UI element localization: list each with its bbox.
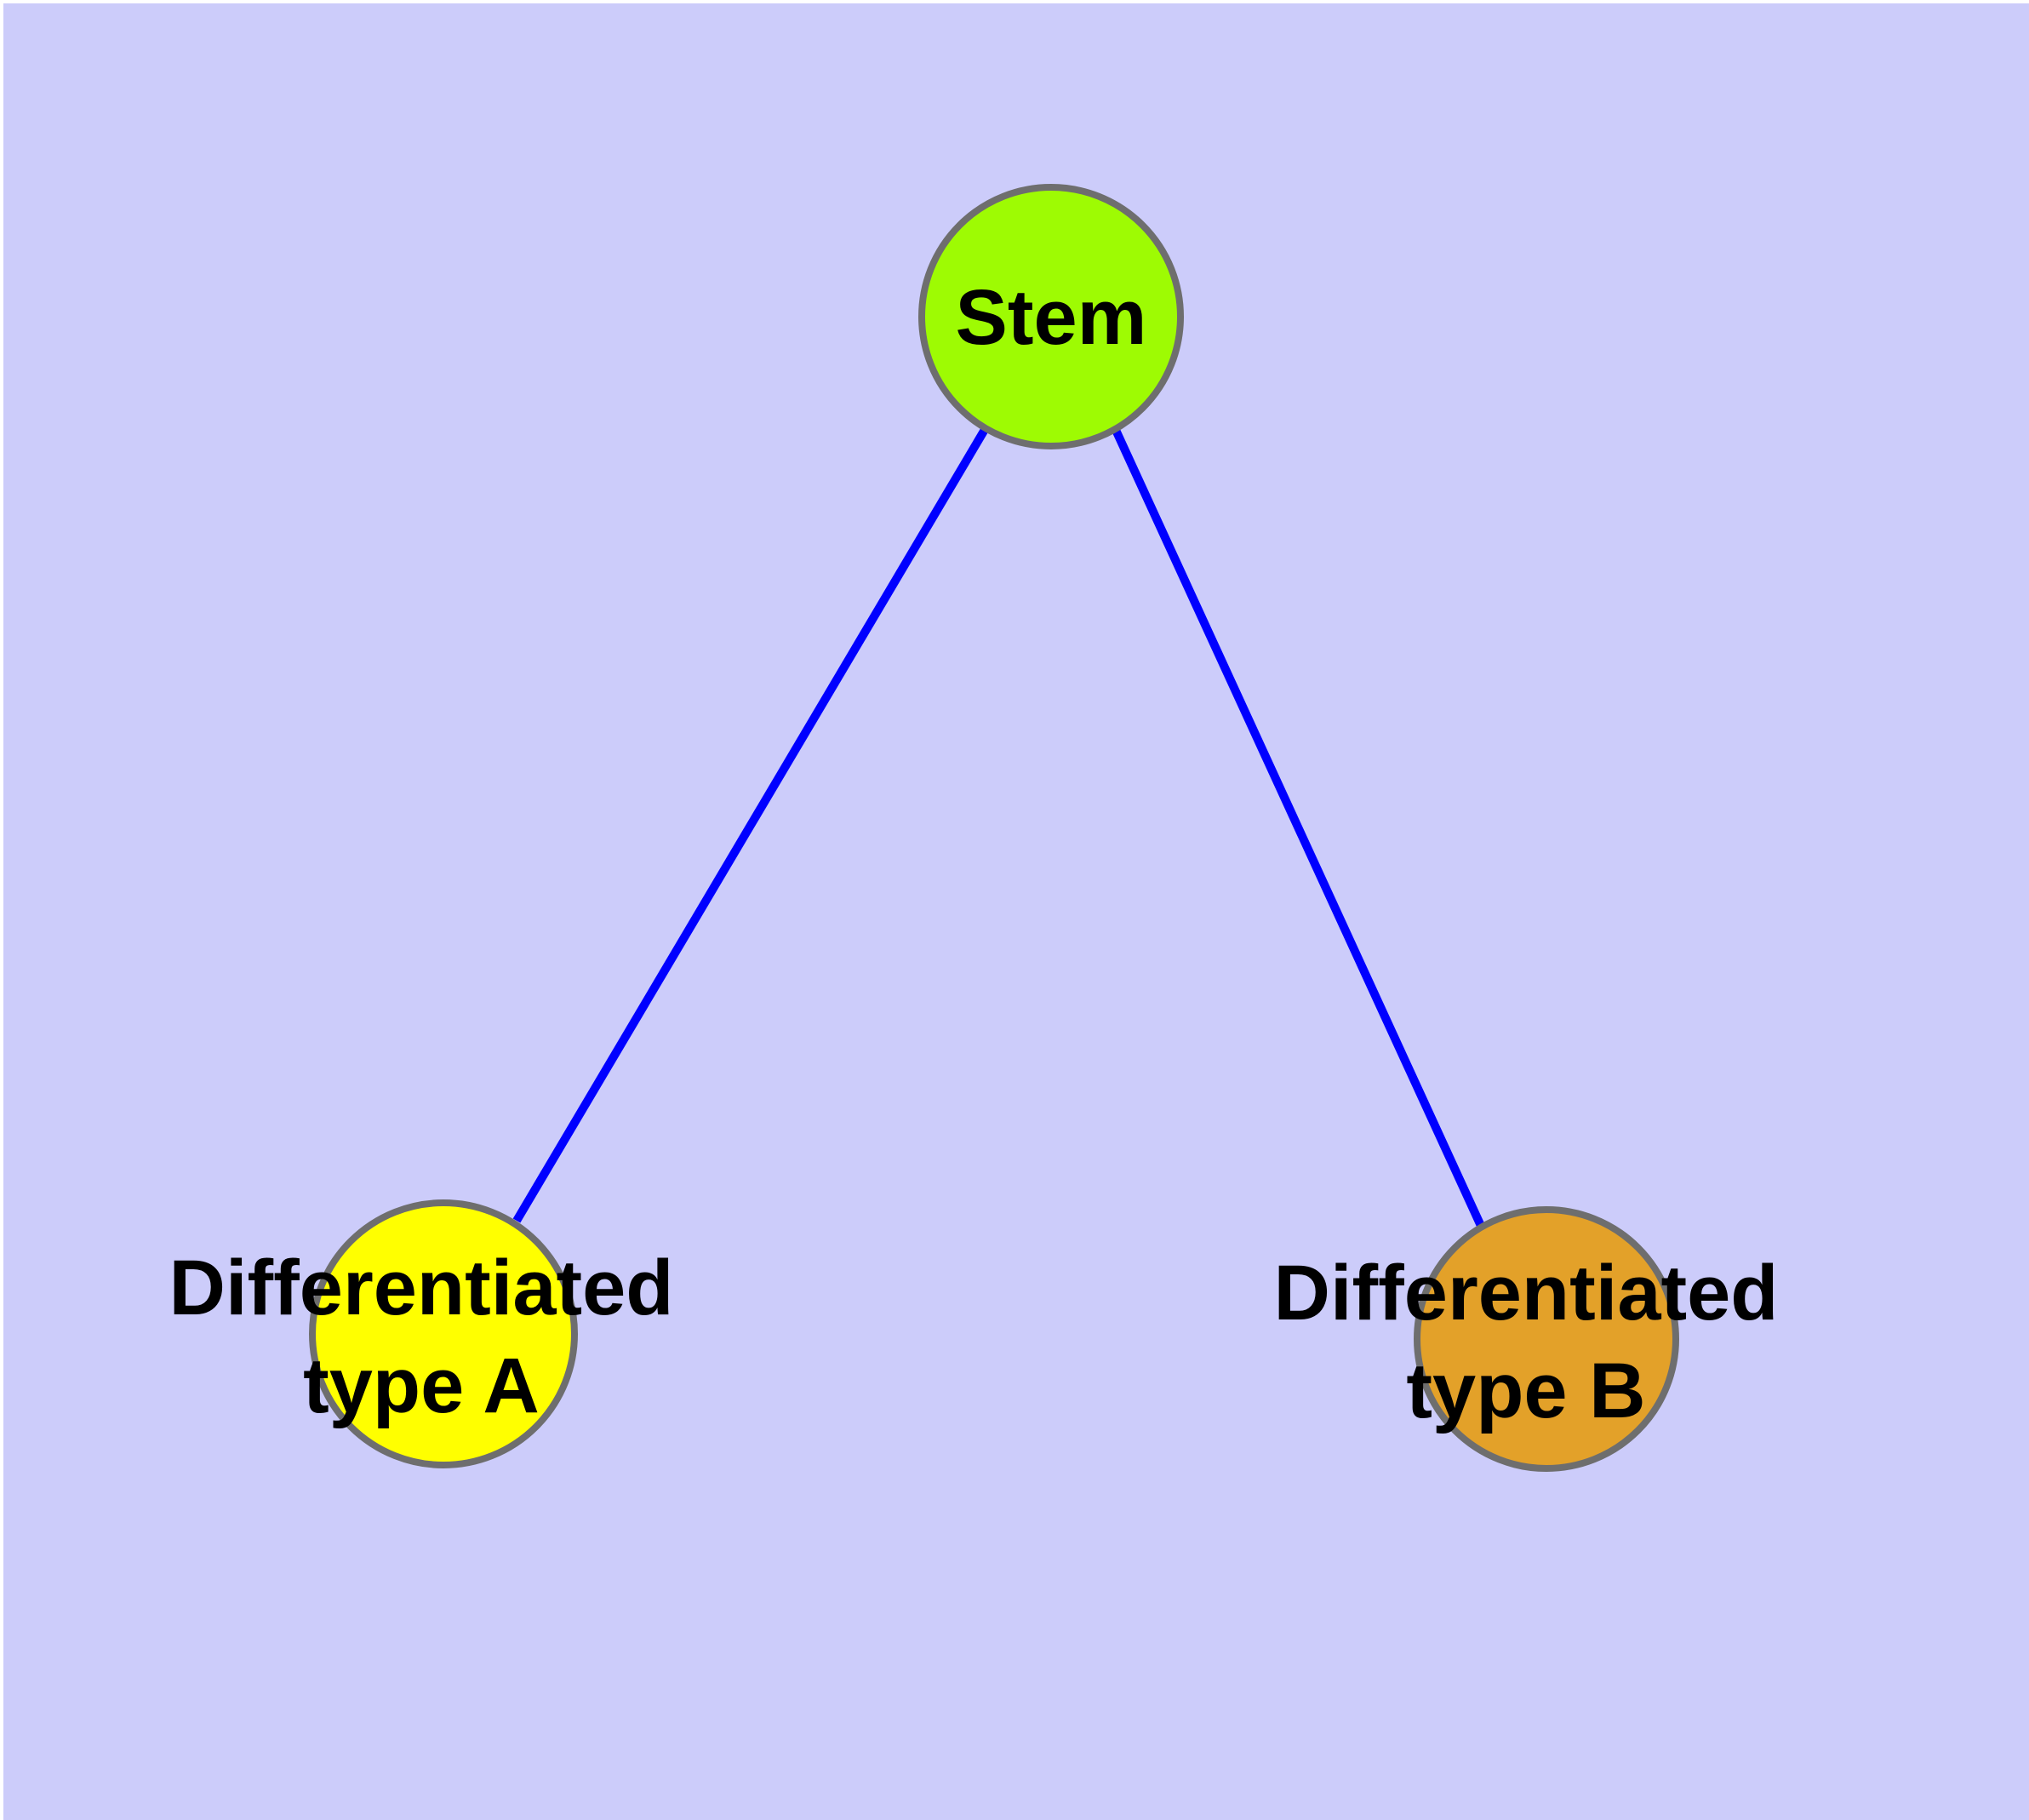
node-differentiated-type-b-label-line1: Differentiated: [1274, 1250, 1779, 1336]
node-differentiated-type-a[interactable]: Differentiated type A: [169, 1199, 674, 1468]
edge-group: [512, 426, 1485, 1228]
diagram-plot-area: Stem Differentiated type A Differentiate…: [3, 3, 2029, 1820]
node-differentiated-type-a-circle[interactable]: [309, 1199, 578, 1468]
node-link-graph: Stem Differentiated type A Differentiate…: [169, 184, 1779, 1472]
node-differentiated-type-b[interactable]: Differentiated type B: [1274, 1206, 1779, 1472]
edge-stem-to-differentiated-type-b: [1111, 426, 1485, 1228]
node-differentiated-type-b-circle[interactable]: [1414, 1206, 1679, 1472]
node-stem-circle[interactable]: [918, 184, 1184, 449]
node-differentiated-type-b-label-line2: type B: [1406, 1348, 1645, 1434]
node-group: Stem Differentiated type A Differentiate…: [169, 184, 1779, 1472]
node-stem[interactable]: Stem: [918, 184, 1184, 449]
node-differentiated-type-a-label-line2: type A: [303, 1342, 540, 1429]
node-stem-label: Stem: [956, 274, 1147, 361]
edge-stem-to-differentiated-type-a: [512, 426, 990, 1223]
node-differentiated-type-a-label-line1: Differentiated: [169, 1245, 674, 1331]
